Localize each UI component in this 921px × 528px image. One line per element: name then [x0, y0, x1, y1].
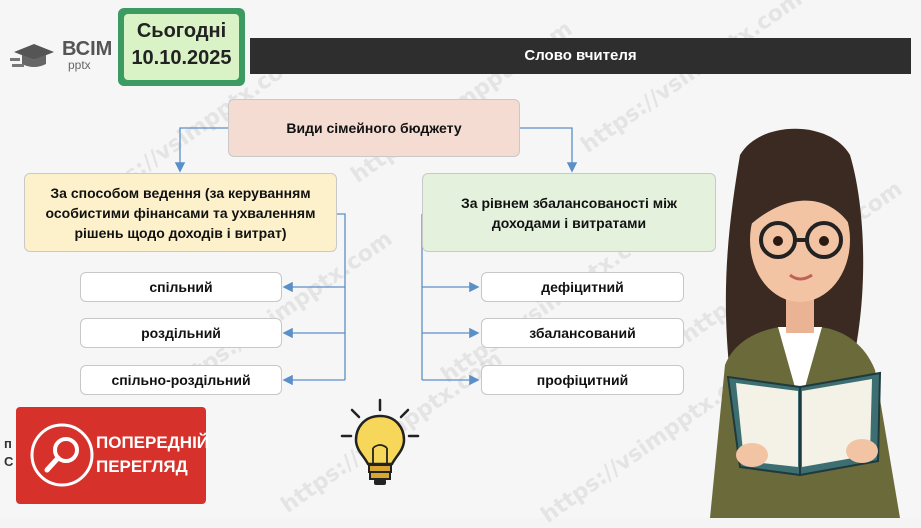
graduation-cap-icon — [10, 44, 54, 67]
right-item: збалансований — [481, 318, 684, 348]
preview-line1: ПОПЕРЕДНІЙ — [96, 433, 210, 452]
date-badge: Сьогодні 10.10.2025 — [118, 8, 245, 86]
preview-badge[interactable]: ПОПЕРЕДНІЙ ПЕРЕГЛЯД — [16, 407, 210, 504]
page-title: Слово вчителя — [524, 47, 637, 64]
left-item: роздільний — [80, 318, 282, 348]
side-letter: С — [4, 454, 14, 469]
right-category-node: За рівнем збалансованості між доходами і… — [422, 173, 716, 252]
logo-name: ВСІМ — [62, 38, 113, 60]
logo-sub: pptx — [68, 58, 91, 72]
right-item: профіцитний — [481, 365, 684, 395]
date-value: 10.10.2025 — [131, 47, 232, 69]
left-category-node: За способом ведення (за керуванням особи… — [24, 173, 337, 252]
preview-line2: ПЕРЕГЛЯД — [96, 457, 188, 476]
right-item: дефіцитний — [481, 272, 684, 302]
root-node: Види сімейного бюджету — [228, 99, 520, 157]
light-bulb-icon — [340, 398, 420, 485]
left-item: спільно-роздільний — [80, 365, 282, 395]
left-item: спільний — [80, 272, 282, 302]
logo: ВСІМ pptx — [10, 38, 112, 72]
header-bar: Слово вчителя — [250, 38, 911, 74]
magnifier-icon — [30, 423, 94, 487]
date-label: Сьогодні — [136, 20, 227, 42]
side-letter: п — [4, 436, 12, 451]
teacher-illustration — [710, 128, 900, 518]
